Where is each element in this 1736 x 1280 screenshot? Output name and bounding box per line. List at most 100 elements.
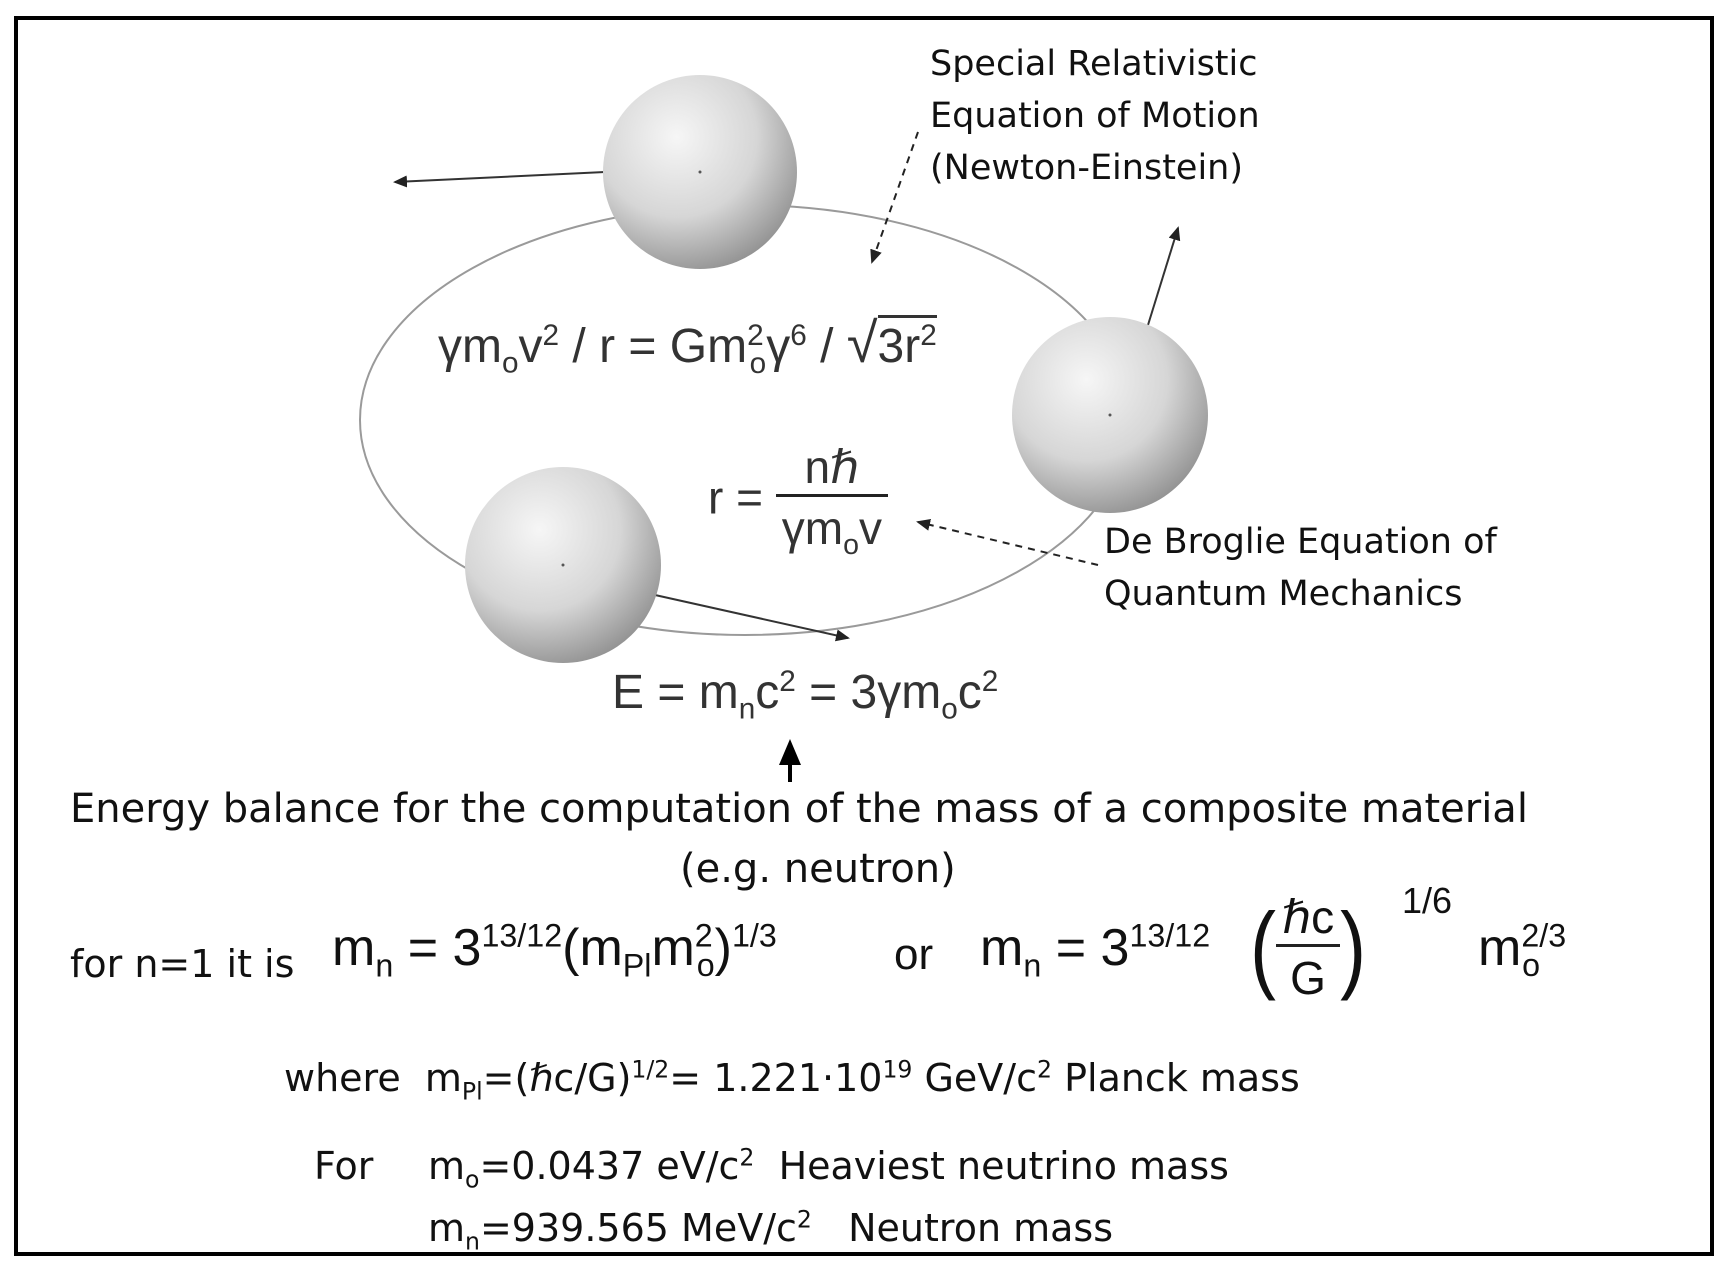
eq-text: = 3 xyxy=(1041,919,1130,977)
example-caption: (e.g. neutron) xyxy=(680,846,956,892)
eq-sub: o xyxy=(501,346,519,380)
or-word: or xyxy=(894,930,934,979)
formula-mo-power: m2/3o xyxy=(1478,918,1566,982)
eq-text: c xyxy=(755,666,780,719)
eq-sup: 2 xyxy=(981,665,999,698)
eq-sup: 6 xyxy=(790,319,807,352)
label-line: Special Relativistic xyxy=(930,44,1258,84)
equation-energy: E = mnc2 = 3γmoc2 xyxy=(612,665,999,724)
eq-text: (m xyxy=(562,919,623,977)
sphere-center-dot xyxy=(561,563,565,567)
eq-sub: Pl xyxy=(461,1077,483,1106)
exponent-one-sixth: 1/6 xyxy=(1402,880,1453,921)
velocity-arrow-bottom xyxy=(654,594,850,642)
eq-text: m xyxy=(1478,919,1522,977)
eq-sup: 1/3 xyxy=(731,917,777,954)
eq-text: m xyxy=(428,1206,466,1250)
eq-text: Neutron mass xyxy=(848,1206,1114,1250)
eq-sub: o xyxy=(1522,947,1541,984)
sphere-center-dot xyxy=(1108,413,1112,417)
eq-sup: 1/2 xyxy=(631,1055,670,1084)
paren-fraction: ( ℏc G ) xyxy=(1250,890,1366,1005)
energy-balance-caption: Energy balance for the computation of th… xyxy=(70,786,1528,832)
eq-sup: 2 xyxy=(694,917,713,954)
eq-sup: 13/12 xyxy=(1129,917,1211,954)
eq-text: =(ℏc/G) xyxy=(482,1056,632,1100)
eq-text: γm xyxy=(781,502,844,554)
eq-text: 3r xyxy=(877,320,921,373)
eq-sup: 2 xyxy=(747,319,764,352)
right-paren: ) xyxy=(1340,891,1367,1002)
eq-sub: n xyxy=(738,692,756,726)
pointer-arrow-relativistic xyxy=(870,131,919,264)
neutrino-mass-line: mo=0.0437 eV/c2 Heaviest neutrino mass xyxy=(428,1143,1229,1191)
sqrt-radical: √ xyxy=(846,311,878,374)
label-de-broglie: De Broglie Equation of Quantum Mechanics xyxy=(1104,516,1497,620)
eq-text: m xyxy=(424,1056,462,1100)
formula-mn-hbar: mn = 313/12 xyxy=(980,917,1211,982)
fraction-numerator: ℏc xyxy=(1281,891,1335,943)
eq-text: Gm xyxy=(669,320,748,373)
eq-text: Planck mass xyxy=(1064,1056,1300,1100)
for-label: For xyxy=(314,1144,374,1188)
eq-text: m xyxy=(980,919,1024,977)
eq-text: =0.0437 eV/c xyxy=(479,1144,740,1188)
fraction-denominator: G xyxy=(1275,944,1341,1005)
fraction-numerator: nℏ xyxy=(804,441,860,493)
label-line: (Newton-Einstein) xyxy=(930,148,1244,188)
formula-mn-planck: mn = 313/12(mPlm2o)1/3 xyxy=(332,917,777,982)
eq-text: m xyxy=(462,320,502,373)
eq-text: GeV/c xyxy=(912,1056,1038,1100)
eq-sup: 2 xyxy=(1037,1055,1052,1084)
eq-sup: 2 xyxy=(739,1143,755,1172)
fraction: nℏ γmov xyxy=(775,440,888,559)
eq-sub: n xyxy=(1023,947,1042,984)
eq-text: = 1.221·10 xyxy=(669,1056,883,1100)
left-paren: ( xyxy=(1250,891,1276,1002)
eq-sup: 19 xyxy=(882,1055,913,1084)
eq-text: γ xyxy=(438,320,462,373)
label-line: De Broglie Equation of xyxy=(1104,522,1497,562)
velocity-arrow-right xyxy=(1147,226,1181,326)
eq-text: v xyxy=(858,502,882,554)
eq-text: where xyxy=(284,1056,401,1100)
label-special-relativistic: Special Relativistic Equation of Motion … xyxy=(930,38,1260,194)
eq-text: m xyxy=(651,919,695,977)
fraction: ℏc G xyxy=(1275,890,1341,1005)
where-planck-line: where mPl=(ℏc/G)1/2= 1.221·1019 GeV/c2 P… xyxy=(284,1055,1300,1103)
eq-sub: o xyxy=(696,947,715,984)
sqrt-radicand: 3r2 xyxy=(877,315,937,373)
eq-sub: o xyxy=(843,529,859,562)
neutron-mass-line: mn=939.565 MeV/c2 Neutron mass xyxy=(428,1205,1114,1253)
eq-text: v xyxy=(518,320,543,373)
eq-sup: 2 xyxy=(542,319,560,352)
eq-text: / r = xyxy=(559,320,670,373)
eq-text: / xyxy=(806,320,847,373)
eq-text: = 3 xyxy=(393,919,482,977)
eq-text: Heaviest neutrino mass xyxy=(778,1144,1229,1188)
eq-sup: 2 xyxy=(920,319,937,352)
diagram-frame xyxy=(14,16,1714,1256)
eq-sub: o xyxy=(941,692,958,726)
eq-sub: n xyxy=(465,1227,480,1256)
eq-sub: n xyxy=(375,947,394,984)
fraction-denominator: γmov xyxy=(775,494,888,559)
eq-text: γ xyxy=(766,320,791,373)
eq-sup: 13/12 xyxy=(481,917,563,954)
velocity-arrow-top xyxy=(393,171,606,188)
label-line: Quantum Mechanics xyxy=(1104,574,1463,614)
eq-sup: 2 xyxy=(779,665,796,698)
label-line: Equation of Motion xyxy=(930,96,1260,136)
eq-text: ) xyxy=(714,919,732,977)
eq-text: r = xyxy=(708,471,776,524)
eq-sup: 2 xyxy=(796,1205,812,1234)
equation-radius: r = nℏ γmov xyxy=(708,440,888,559)
pointer-arrow-de-broglie xyxy=(916,518,1099,566)
equation-motion: γmov2 / r = Gm2oγ6 / √3r2 xyxy=(438,310,937,378)
eq-text: = 3γm xyxy=(795,666,942,719)
for-n1-label: for n=1 it is xyxy=(70,942,295,986)
eq-text: E = m xyxy=(612,666,739,719)
eq-sub: o xyxy=(465,1165,480,1194)
